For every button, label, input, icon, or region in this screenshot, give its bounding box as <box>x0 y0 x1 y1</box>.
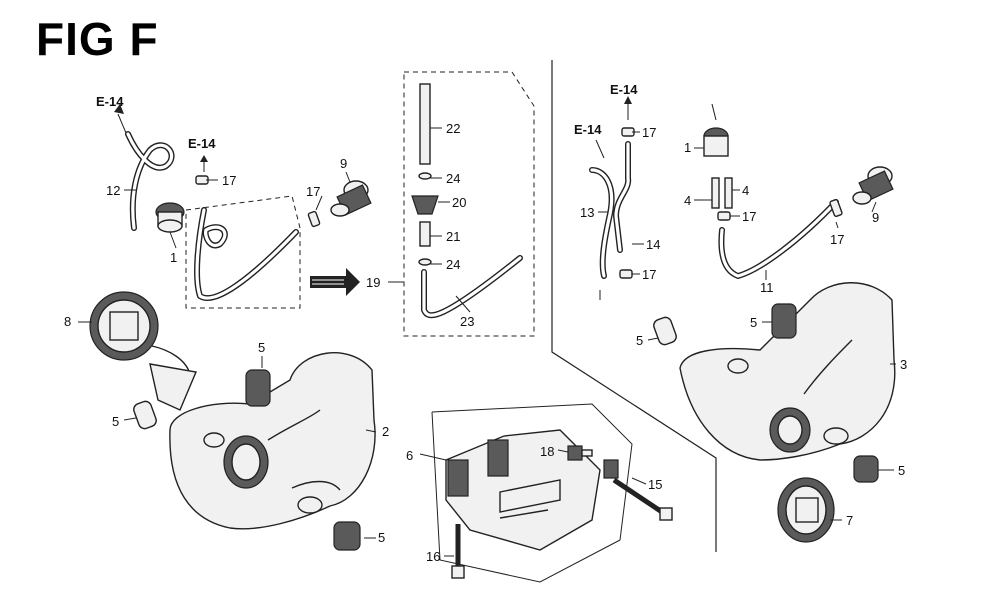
arrow-up-icon <box>114 104 124 114</box>
bolt-15 <box>603 459 673 521</box>
hose-14 <box>613 141 632 253</box>
callout-24a: 24 <box>446 171 460 186</box>
fuel-tank-cap-8 <box>89 291 197 411</box>
bolt-18 <box>567 445 593 461</box>
arrow-line <box>595 139 605 159</box>
fuel-filter-cap-1 <box>155 202 185 233</box>
ref-e14-right-a: E-14 <box>610 82 638 97</box>
fuel-filter-cap-1-right <box>703 127 729 157</box>
subassembly-boundary <box>403 71 535 337</box>
clip-17b <box>307 210 321 228</box>
figure-title: FIG F <box>36 13 159 65</box>
arrow-up-icon <box>200 155 208 162</box>
callout-6: 6 <box>406 448 413 463</box>
callout-5f: 5 <box>898 463 905 478</box>
primer-bulb-9-right <box>852 166 894 205</box>
primer-bulb-9-left <box>330 180 372 217</box>
filter-assembly-19 <box>411 83 523 319</box>
callout-9-left: 9 <box>340 156 347 171</box>
callout-23: 23 <box>460 314 474 329</box>
grommet-5e <box>771 303 797 339</box>
callout-4a: 4 <box>684 193 691 208</box>
callout-5b: 5 <box>112 414 119 429</box>
grommet-5c <box>333 521 361 551</box>
hose-13 <box>589 167 615 279</box>
arrow-up-line <box>117 113 127 134</box>
callout-17f: 17 <box>830 232 844 247</box>
callout-5c: 5 <box>378 530 385 545</box>
fuel-tank-cap-7 <box>777 477 835 543</box>
callout-4b: 4 <box>742 183 749 198</box>
bracket-boundary <box>431 403 633 583</box>
callout-18: 18 <box>540 444 554 459</box>
ref-e14-right-b: E-14 <box>574 122 602 137</box>
callout-17d: 17 <box>642 267 656 282</box>
hose-11 <box>718 199 839 279</box>
callout-8: 8 <box>64 314 71 329</box>
callout-13: 13 <box>580 205 594 220</box>
callout-22: 22 <box>446 121 460 136</box>
clip-17d <box>619 269 633 279</box>
callout-2: 2 <box>382 424 389 439</box>
line-up <box>711 103 717 121</box>
callout-11: 11 <box>760 280 774 295</box>
leader-lines <box>78 127 896 557</box>
callout-17e: 17 <box>742 209 756 224</box>
callout-5d: 5 <box>636 333 643 348</box>
ref-e14-mid: E-14 <box>188 136 216 151</box>
callout-17b: 17 <box>306 184 320 199</box>
callout-17c: 17 <box>642 125 656 140</box>
right-section-divider <box>551 60 717 552</box>
connector-4 <box>711 177 733 209</box>
ref-e14-left: E-14 <box>96 94 124 109</box>
callout-1-right: 1 <box>684 140 691 155</box>
callout-16: 16 <box>426 549 440 564</box>
tube-group-left <box>194 207 299 302</box>
arrow-up-icon <box>624 96 632 104</box>
clip-17f <box>829 198 843 218</box>
callout-17a: 17 <box>222 173 236 188</box>
callout-7: 7 <box>846 513 853 528</box>
tank-bracket-6 <box>445 429 601 551</box>
callout-20: 20 <box>452 195 466 210</box>
grommet-5f <box>853 455 879 483</box>
fuel-tank-3 <box>679 282 896 461</box>
callout-3: 3 <box>900 357 907 372</box>
callout-12: 12 <box>106 183 120 198</box>
callout-21: 21 <box>446 229 460 244</box>
arrow-right-icon <box>310 268 360 296</box>
callout-1-left: 1 <box>170 250 177 265</box>
callout-24b: 24 <box>446 257 460 272</box>
callout-15: 15 <box>648 477 662 492</box>
fuel-tank-2 <box>169 352 376 530</box>
callout-5e: 5 <box>750 315 757 330</box>
grommet-5b <box>133 400 157 430</box>
callout-5a: 5 <box>258 340 265 355</box>
bolt-16 <box>451 524 465 579</box>
callout-9-right: 9 <box>872 210 879 225</box>
callout-14: 14 <box>646 237 660 252</box>
fuel-return-hose-12 <box>125 131 175 231</box>
grommet-5d <box>653 316 677 346</box>
clip-17e <box>717 211 731 221</box>
grommet-5a <box>245 369 271 407</box>
callout-19: 19 <box>366 275 380 290</box>
